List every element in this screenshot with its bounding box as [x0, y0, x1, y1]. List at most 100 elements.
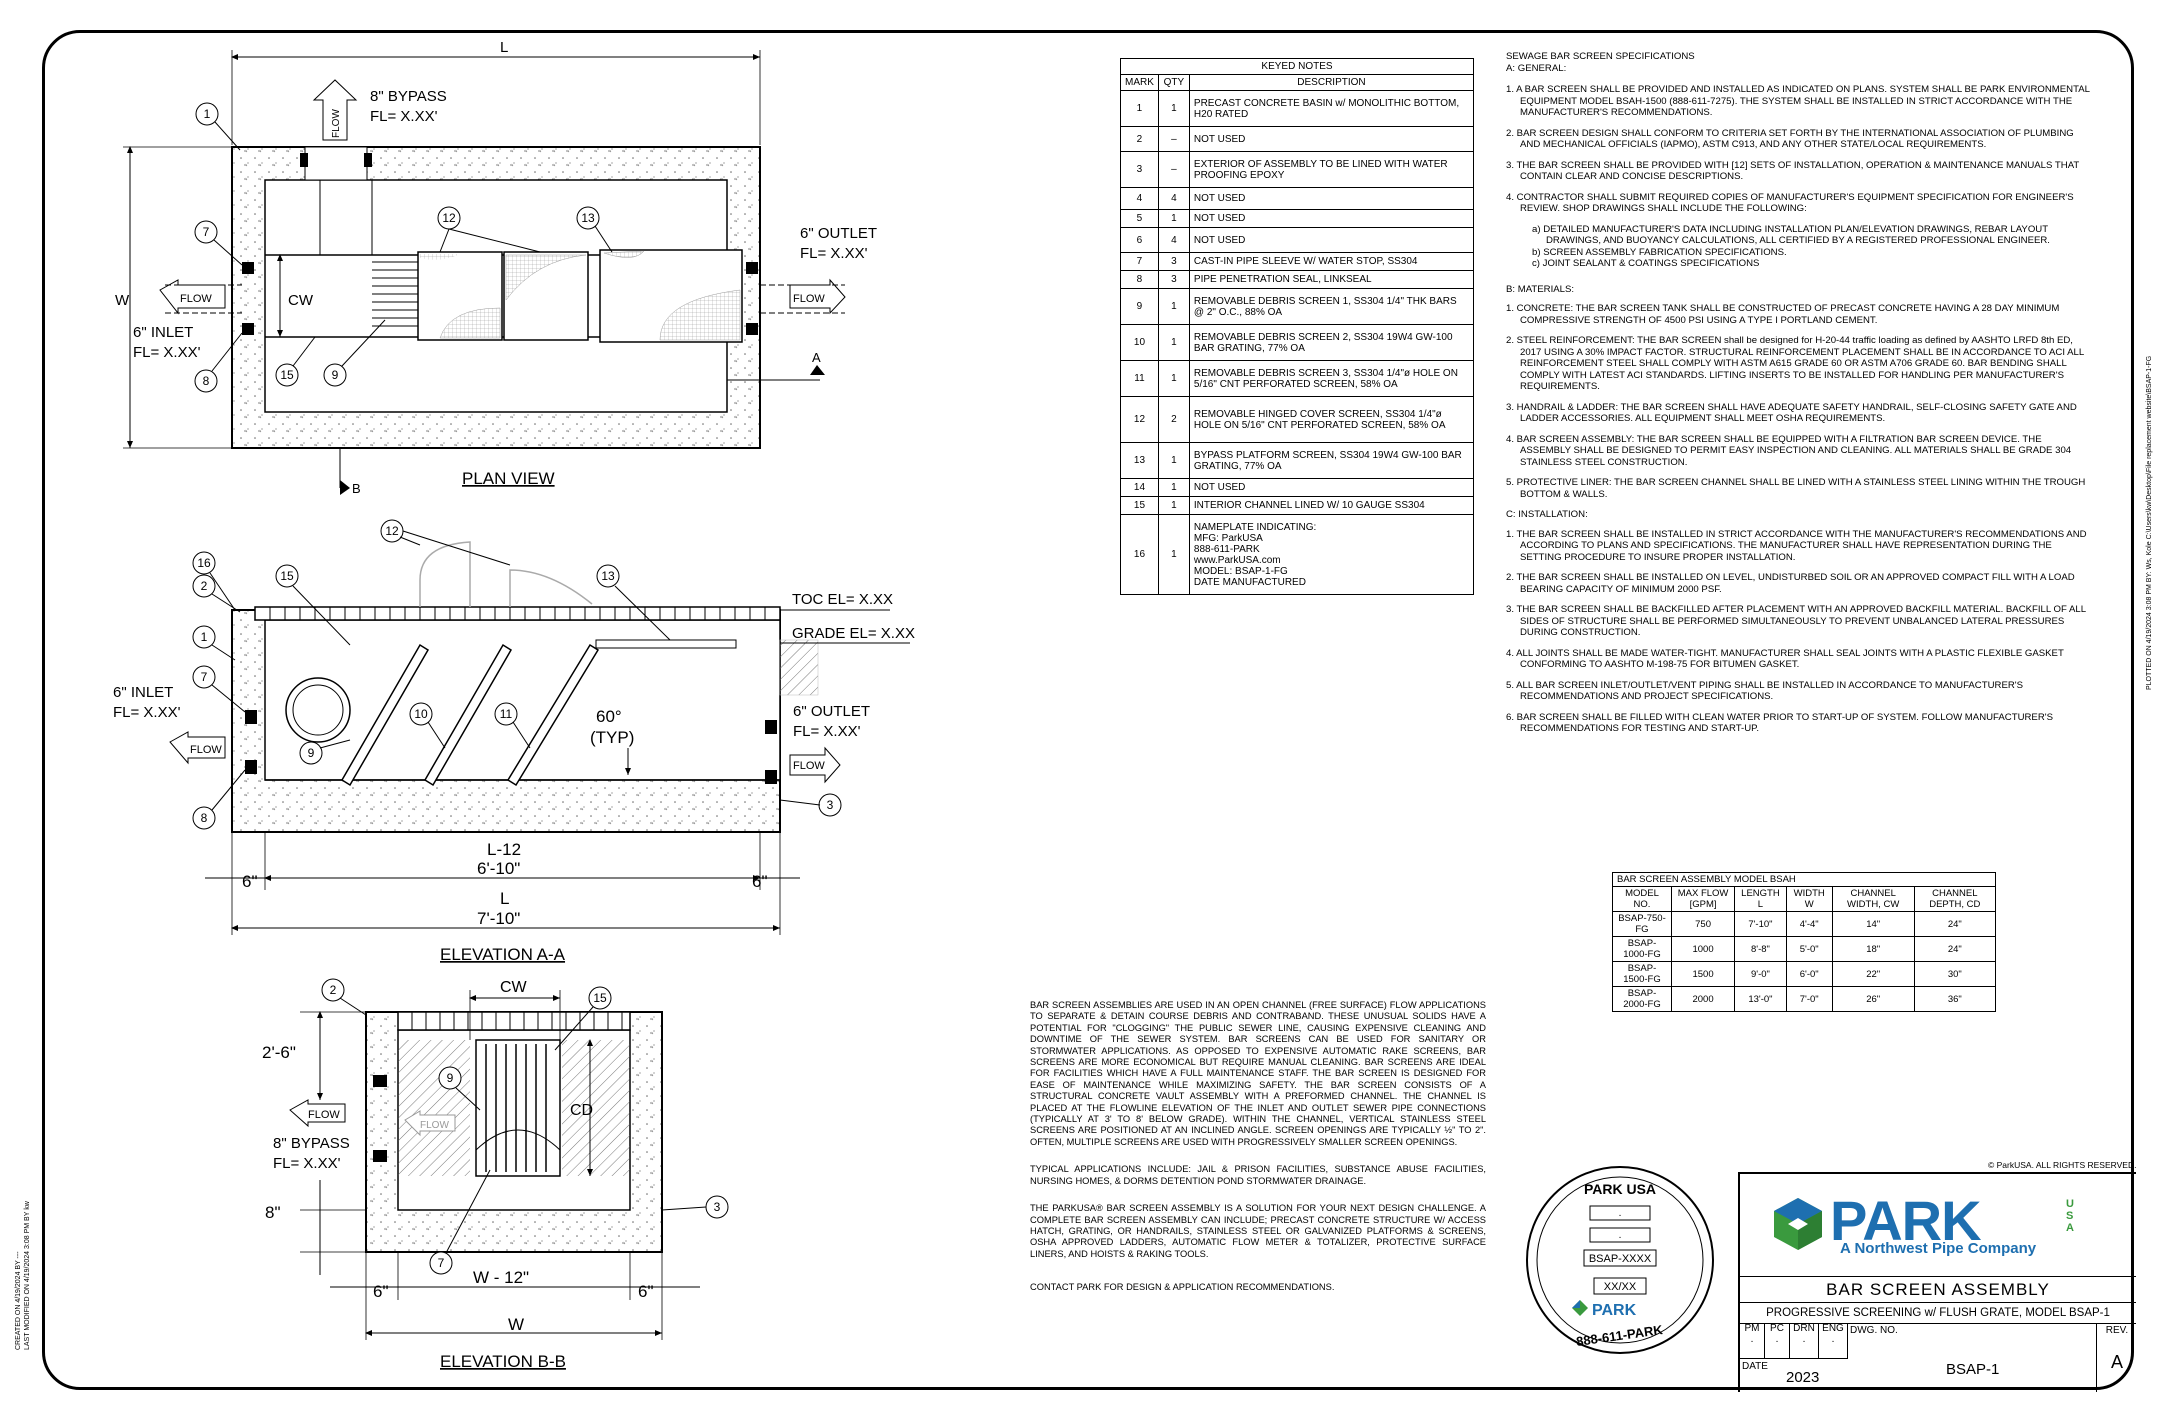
svg-text:10: 10 — [414, 707, 428, 721]
description-p2: TYPICAL APPLICATIONS INCLUDE: JAIL & PRI… — [1030, 1164, 1486, 1186]
bb-bypass-fl: FL= X.XX' — [273, 1155, 341, 1172]
title-line-2: PROGRESSIVE SCREENING w/ FLUSH GRATE, MO… — [1740, 1302, 2136, 1324]
svg-text:15: 15 — [593, 991, 607, 1005]
pm-label: PM — [1744, 1323, 1760, 1334]
drawing-sheet-border — [42, 30, 2134, 1390]
svg-text:1: 1 — [201, 630, 208, 644]
nameplate-seal: PARK USA . . BSAP-XXXX XX/XX PARK 888-61… — [1526, 1166, 1714, 1354]
spec-b-item: 4. BAR SCREEN ASSEMBLY: THE BAR SCREEN S… — [1506, 433, 2072, 468]
aa-angle-typ: (TYP) — [590, 728, 634, 747]
elevation-a-a: FLOW FLOW TOC EL= X.XX GRADE EL= X.XX 6"… — [113, 519, 915, 964]
spec-a-item: 2. BAR SCREEN DESIGN SHALL CONFORM TO CR… — [1506, 127, 2074, 151]
spec-b-item: 2. STEEL REINFORCEMENT: THE BAR SCREEN s… — [1506, 335, 2084, 392]
spec-a-head: A: GENERAL: — [1506, 62, 1567, 74]
bb-bypass-label: 8" BYPASS — [273, 1135, 350, 1152]
rev-value: A — [2110, 1352, 2123, 1372]
bb-bypass-flow-text: FLOW — [308, 1109, 340, 1121]
spec-b-item: 1. CONCRETE: THE BAR SCREEN TANK SHALL B… — [1506, 303, 2060, 326]
nameplate-model: BSAP-XXXX — [1589, 1253, 1652, 1265]
aa-grade-label: GRADE EL= X.XX — [792, 625, 915, 642]
header-description: DESCRIPTION — [1188, 74, 1475, 91]
plan-bypass-flow-text: FLOW — [331, 109, 342, 138]
bb-cd-label: CD — [570, 1102, 593, 1119]
aa-outlet-fl: FL= X.XX' — [793, 723, 861, 740]
bb-dim-w12: W - 12" — [473, 1268, 529, 1287]
pc-label: PC — [1770, 1323, 1784, 1334]
aa-dim-710: 7'-10" — [477, 909, 520, 928]
logo-tagline: A Northwest Pipe Company — [1840, 1240, 2037, 1257]
right-margin-note: PLOTTED ON 4/19/2024 3:08 PM BY: Ws, Kol… — [2146, 355, 2153, 690]
logo-usa: USA — [2066, 1198, 2074, 1234]
aa-dim-l: L — [500, 889, 509, 908]
copyright-text: © ParkUSA. ALL RIGHTS RESERVED. — [1988, 1160, 2137, 1170]
bb-flow-text: FLOW — [420, 1120, 449, 1131]
svg-text:2: 2 — [201, 579, 208, 593]
logo-text: PARK — [1830, 1189, 1982, 1252]
header-qty: QTY — [1157, 74, 1190, 91]
date-label: DATE — [1742, 1361, 1768, 1372]
spec-title: SEWAGE BAR SCREEN SPECIFICATIONS — [1506, 51, 1695, 62]
drawing-views: L W FLOW 8" BYPASS FL= X.XX' — [113, 39, 915, 1371]
nameplate-date: XX/XX — [1604, 1281, 1637, 1293]
aa-angle-label: 60° — [596, 707, 622, 726]
description-p3: THE PARKUSA® BAR SCREEN ASSEMBLY IS A SO… — [1030, 1203, 1486, 1259]
spec-a-sub: b) SCREEN ASSEMBLY FABRICATION SPECIFICA… — [1532, 246, 1787, 258]
header-mark: MARK — [1120, 74, 1159, 91]
svg-text:7: 7 — [438, 1256, 445, 1270]
spec-a-item: 3. THE BAR SCREEN SHALL BE PROVIDED WITH… — [1506, 159, 2080, 183]
bb-dim-6-right: 6" — [638, 1282, 654, 1301]
spec-a-sub: c) JOINT SEALANT & COATINGS SPECIFICATIO… — [1532, 258, 1760, 269]
spec-c-head: C: INSTALLATION: — [1506, 509, 1588, 520]
bb-dim-w: W — [508, 1315, 524, 1334]
svg-text:1: 1 — [204, 107, 211, 121]
svg-text:15: 15 — [280, 368, 294, 382]
spec-c-item: 5. ALL BAR SCREEN INLET/OUTLET/VENT PIPI… — [1506, 679, 2024, 703]
keyed-notes-title: KEYED NOTES — [1120, 58, 1474, 75]
park-logo: PARK USA A Northwest Pipe Company — [1770, 1189, 2110, 1274]
assembly-table-title: BAR SCREEN ASSEMBLY MODEL BSAH — [1612, 872, 1996, 887]
svg-text:9: 9 — [308, 746, 315, 760]
spec-a-item: 4. CONTRACTOR SHALL SUBMIT REQUIRED COPI… — [1506, 191, 2074, 215]
svg-text:9: 9 — [332, 368, 339, 382]
svg-text:13: 13 — [581, 211, 595, 225]
aa-inlet-fl: FL= X.XX' — [113, 704, 181, 721]
spec-c-item: 1. THE BAR SCREEN SHALL BE INSTALLED IN … — [1506, 528, 2087, 563]
spec-b-head: B: MATERIALS: — [1506, 283, 1575, 295]
aa-dim-l12: L-12 — [487, 840, 521, 859]
spec-c-item: 4. ALL JOINTS SHALL BE MADE WATER-TIGHT.… — [1506, 647, 2064, 671]
plan-view-title: PLAN VIEW — [462, 469, 555, 488]
aa-dim-6-right: 6" — [752, 872, 768, 891]
plan-bypass-fl: FL= X.XX' — [370, 108, 438, 125]
nameplate-top: PARK USA — [1584, 1181, 1656, 1197]
description-p4: CONTACT PARK FOR DESIGN & APPLICATION RE… — [1030, 1282, 1335, 1293]
svg-text:16: 16 — [197, 556, 211, 570]
aa-inlet-flow-text: FLOW — [190, 744, 222, 756]
spec-a-item: 1. A BAR SCREEN SHALL BE PROVIDED AND IN… — [1506, 84, 2090, 118]
plan-inlet-fl: FL= X.XX' — [133, 344, 201, 361]
spec-c-item: 6. BAR SCREEN SHALL BE FILLED WITH CLEAN… — [1506, 711, 2053, 735]
eng-label: ENG — [1822, 1323, 1844, 1334]
aa-outlet-label: 6" OUTLET — [793, 703, 870, 720]
svg-text:9: 9 — [447, 1071, 454, 1085]
rev-label: REV. — [2105, 1325, 2129, 1336]
description-p1: BAR SCREEN ASSEMBLIES ARE USED IN AN OPE… — [1030, 1000, 1486, 1147]
plan-inlet-label: 6" INLET — [133, 324, 193, 341]
aa-toc-label: TOC EL= X.XX — [792, 591, 893, 608]
svg-text:7: 7 — [201, 670, 208, 684]
table-row: 2–NOT USED — [1120, 126, 1475, 152]
bb-cw-label: CW — [500, 979, 528, 996]
plan-cw-label: CW — [288, 292, 314, 309]
